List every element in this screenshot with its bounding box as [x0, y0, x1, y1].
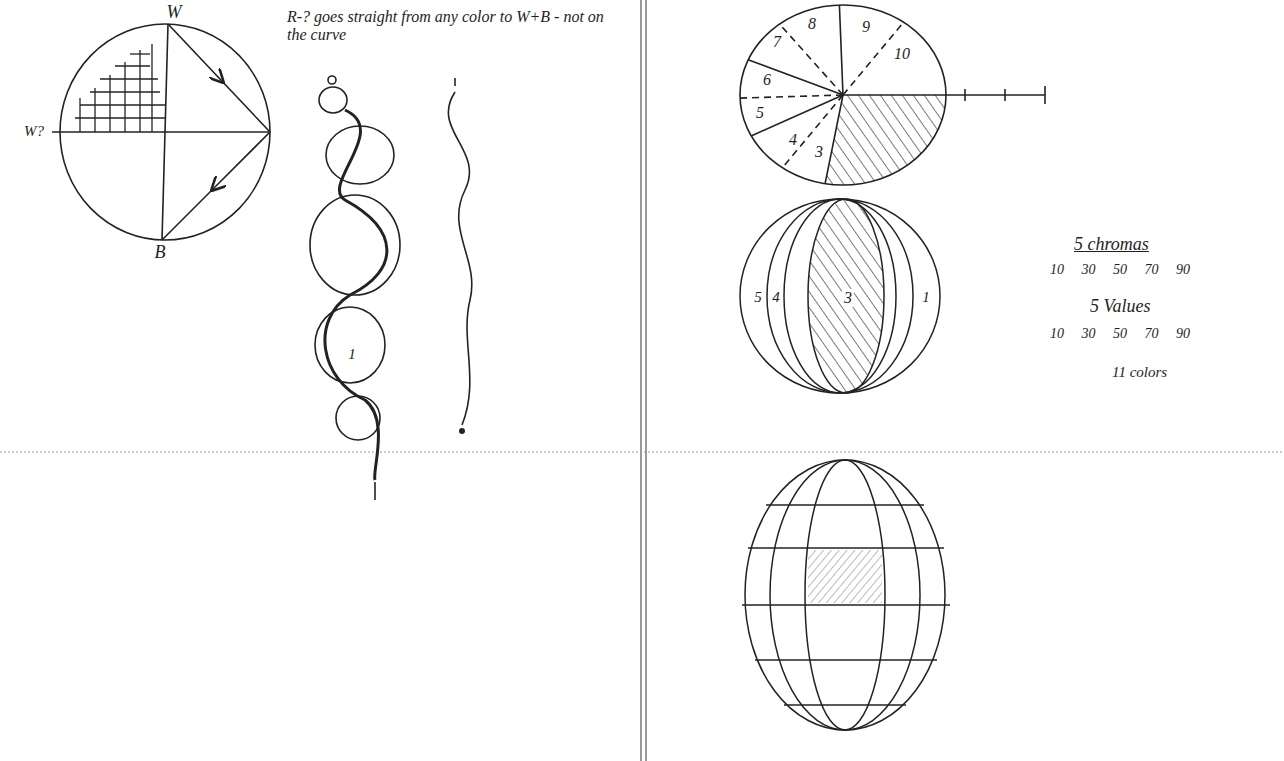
scale-tick: [964, 89, 966, 101]
latitude-line: [784, 704, 906, 706]
latitude-line: [766, 504, 924, 506]
latitude-line: [755, 659, 937, 661]
end-dot: [460, 429, 464, 433]
scale-tick: [1044, 86, 1046, 104]
meridian: [770, 460, 920, 730]
segment-number: 10: [892, 45, 912, 63]
shaded-lens: [808, 199, 884, 393]
handwritten-note: 11 colors: [1110, 364, 1169, 381]
pie-divider: [740, 95, 843, 98]
spiral-loop: [336, 396, 380, 440]
meridian-number: 5: [752, 289, 764, 306]
meridian-sphere: [740, 199, 940, 393]
spiral-figure: [310, 76, 400, 500]
pie-divider: [839, 5, 843, 95]
page-divider: [0, 452, 1284, 453]
pie-divider: [782, 95, 843, 168]
meridian-number: 3: [842, 289, 854, 307]
axis-label: W?: [22, 123, 46, 140]
shaded-wedge: [825, 95, 946, 185]
pie-divider: [748, 60, 843, 95]
grid-sphere: [742, 460, 950, 730]
arrow-line: [168, 24, 270, 132]
sphere-outline: [745, 460, 945, 730]
color-circle: [52, 24, 270, 240]
handwritten-note: R-? goes straight from any color to W+B …: [285, 8, 629, 45]
segment-number: 9: [860, 18, 872, 36]
page-divider: [640, 0, 641, 761]
wavy-line: [448, 78, 471, 433]
shaded-patch: [808, 550, 882, 603]
segment-number: 8: [806, 15, 818, 33]
spiral-curve: [325, 110, 387, 480]
pie-divider: [825, 95, 843, 184]
handwritten-heading: 5 Values: [1088, 296, 1153, 317]
meridian: [767, 199, 913, 393]
meridian: [805, 460, 885, 730]
scale-line: [843, 94, 1045, 96]
meridian: [784, 199, 896, 393]
grid-hatching: [75, 44, 165, 132]
meridian-number: 1: [920, 289, 932, 306]
vertex-letter: B: [153, 242, 168, 263]
value-row: 10 30 50 70 90: [1048, 262, 1192, 278]
loop-number: 1: [346, 346, 358, 363]
segment-number: 5: [754, 104, 766, 122]
pie-divider: [751, 95, 843, 136]
scale-tick: [1004, 89, 1006, 101]
value-row: 10 30 50 70 90: [1048, 326, 1192, 342]
sphere-outline: [740, 199, 940, 393]
segment-number: 7: [771, 33, 783, 51]
segment-number: 6: [761, 71, 773, 89]
pie-divider: [780, 24, 843, 95]
page-divider: [645, 0, 646, 761]
horizontal-axis: [52, 131, 270, 133]
tick-mark: [374, 482, 376, 500]
small-loop: [328, 76, 336, 84]
segment-number: 3: [813, 143, 825, 161]
meridian-number: 4: [770, 289, 782, 306]
latitude-line: [742, 604, 950, 606]
segment-number: 4: [787, 131, 799, 149]
arrow-line: [162, 132, 270, 240]
latitude-line: [748, 547, 944, 549]
wavy-curve: [448, 92, 471, 425]
tick-mark: [454, 78, 456, 86]
handwritten-heading: 5 chromas: [1072, 234, 1151, 255]
spiral-loop: [319, 87, 347, 113]
hue-pie: [740, 5, 1045, 185]
vertex-letter: W: [165, 2, 184, 23]
